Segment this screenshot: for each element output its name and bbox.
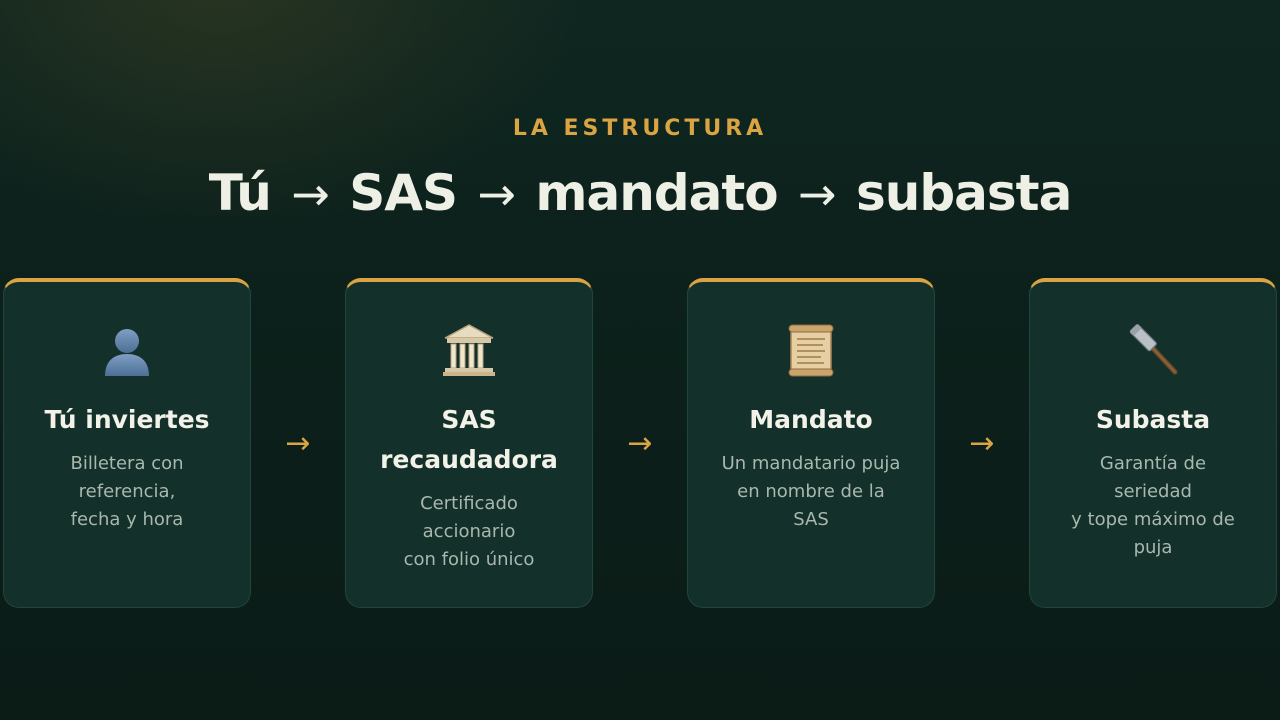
- card-title: SAS recaudadora: [380, 405, 558, 474]
- section-eyebrow: LA ESTRUCTURA: [512, 116, 768, 141]
- title-part-mandato: mandato: [535, 164, 778, 222]
- title-part-tu: Tú: [208, 164, 272, 222]
- card-title: Tú inviertes: [44, 405, 210, 434]
- card-title: Subasta: [1095, 405, 1211, 434]
- scroll-icon: [688, 322, 934, 378]
- step-card-auction: Subasta Garantía de seriedad y tope máxi…: [1029, 278, 1277, 608]
- flow-arrow-icon: →: [627, 426, 653, 461]
- title-arrow-icon: →: [798, 167, 837, 221]
- step-card-investor: Tú inviertes Billetera con referencia, f…: [3, 278, 251, 608]
- person-icon: [4, 322, 250, 378]
- bank-building-icon: [346, 322, 592, 378]
- title-arrow-icon: →: [477, 167, 516, 221]
- step-card-sas: SAS recaudadora Certificado accionario c…: [345, 278, 593, 608]
- flow-arrow-icon: →: [285, 426, 311, 461]
- card-description: Certificado accionario con folio único: [403, 493, 535, 570]
- flow-arrow-icon: →: [969, 426, 995, 461]
- card-title: Mandato: [749, 405, 873, 434]
- card-description: Garantía de seriedad y tope máximo de pu…: [1071, 453, 1235, 558]
- card-description: Un mandatario puja en nombre de la SAS: [721, 453, 901, 530]
- card-description: Billetera con referencia, fecha y hora: [70, 453, 184, 530]
- step-card-mandate: Mandato Un mandatario puja en nombre de …: [687, 278, 935, 608]
- page-title: Tú → SAS → mandato → subasta: [0, 160, 1280, 227]
- title-part-sas: SAS: [349, 164, 458, 222]
- title-part-subasta: subasta: [856, 164, 1072, 222]
- hammer-icon: [1030, 322, 1276, 378]
- title-arrow-icon: →: [291, 167, 330, 221]
